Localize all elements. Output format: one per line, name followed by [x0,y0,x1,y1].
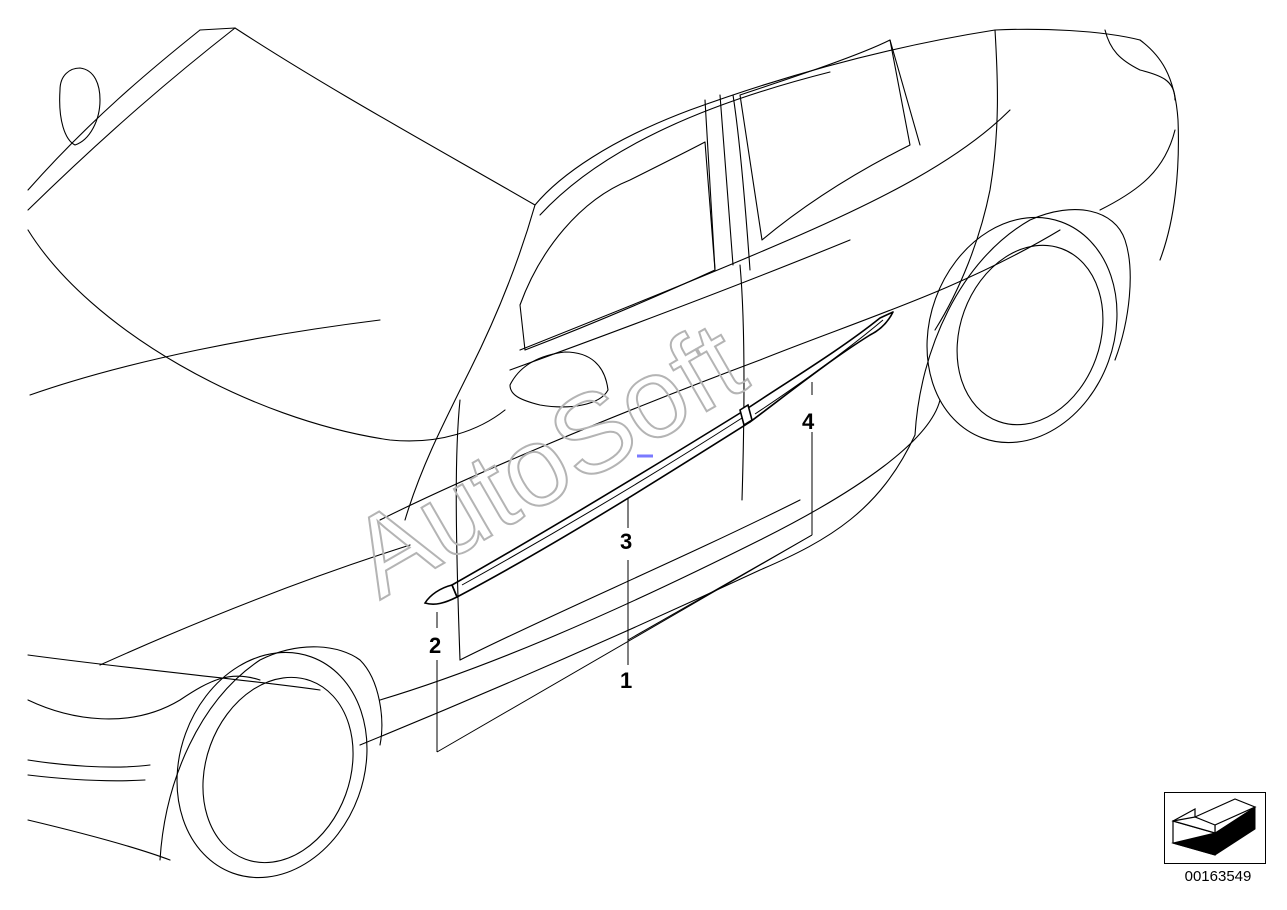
watermark-text: AutoSoft [330,298,765,621]
callout-4: 4 [802,409,815,434]
arrow-down-left-icon [1171,798,1257,856]
vehicle-outline [27,27,1179,879]
callout-2: 2 [429,633,441,658]
door-moulding-parts [423,311,894,605]
orientation-indicator [1164,792,1266,864]
leader-lines [436,382,813,753]
moulding-joint-clip [739,403,753,427]
watermark: AutoSoft [329,297,766,622]
reference-number: 00163549 [1184,868,1252,885]
callout-3: 3 [620,529,632,554]
rear-door-moulding [744,311,894,423]
callouts: 1 2 3 4 [429,409,815,693]
callout-1: 1 [620,668,632,693]
